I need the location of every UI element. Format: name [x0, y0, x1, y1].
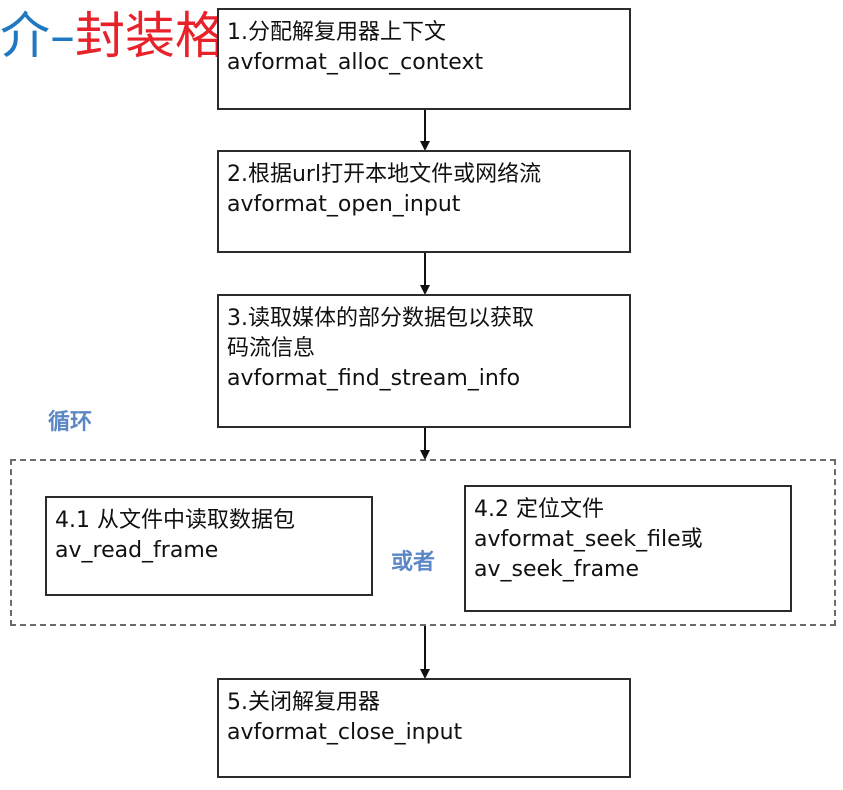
title-part-1: 介–: [0, 7, 75, 65]
step-4-2-box: 4.2 定位文件 avformat_seek_file或 av_seek_fra…: [464, 485, 792, 612]
step-2-title: 2.根据url打开本地文件或网络流: [227, 162, 542, 187]
step-2-box: 2.根据url打开本地文件或网络流 avformat_open_input: [217, 150, 631, 253]
step-3-title: 3.读取媒体的部分数据包以获取: [227, 306, 534, 331]
step-4-2-function: avformat_seek_file或: [474, 527, 703, 552]
step-4-2-title: 4.2 定位文件: [474, 497, 604, 522]
step-4-1-function: av_read_frame: [55, 538, 219, 563]
step-1-function: avformat_alloc_context: [227, 50, 484, 75]
step-2-function: avformat_open_input: [227, 192, 461, 217]
step-1-title: 1.分配解复用器上下文: [227, 20, 446, 45]
step-3-title-cont: 码流信息: [227, 336, 316, 361]
step-5-box: 5.关闭解复用器 avformat_close_input: [217, 678, 631, 778]
title-part-2: 封装格: [75, 7, 225, 65]
step-4-1-box: 4.1 从文件中读取数据包 av_read_frame: [45, 496, 373, 596]
step-5-title: 5.关闭解复用器: [227, 690, 380, 715]
step-4-2-function-alt: av_seek_frame: [474, 557, 640, 582]
step-3-box: 3.读取媒体的部分数据包以获取 码流信息 avformat_find_strea…: [217, 294, 631, 428]
page-title: 介–封装格: [0, 6, 225, 66]
step-5-function: avformat_close_input: [227, 720, 463, 745]
or-label: 或者: [391, 550, 436, 575]
step-1-box: 1.分配解复用器上下文 avformat_alloc_context: [217, 8, 631, 110]
step-4-1-title: 4.1 从文件中读取数据包: [55, 508, 295, 533]
loop-region: [10, 459, 836, 626]
loop-label: 循环: [48, 410, 93, 435]
step-3-function: avformat_find_stream_info: [227, 366, 521, 391]
